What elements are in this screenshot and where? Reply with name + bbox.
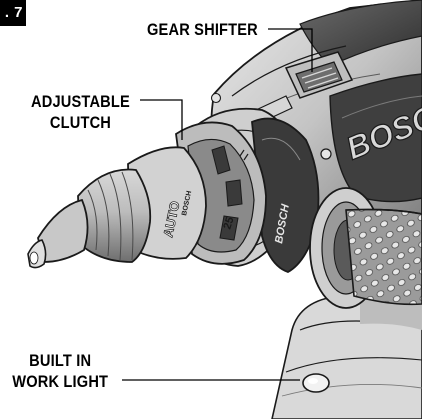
auxiliary-handle-band: BOSCH xyxy=(251,117,320,273)
keyless-chuck[interactable]: AUTO BOSCH xyxy=(27,146,207,269)
callout-leaders xyxy=(122,28,313,381)
work-light-label-line1: BUILT IN xyxy=(29,351,92,370)
housing-screw xyxy=(320,148,332,160)
clutch-leader xyxy=(140,99,183,140)
auxiliary-handle[interactable] xyxy=(309,187,422,309)
adjustable-clutch-label-line1: ADJUSTABLE xyxy=(31,92,130,111)
clutch-setting-text: 25 xyxy=(221,216,236,231)
gear-shifter-label: GEAR SHIFTER xyxy=(147,20,258,39)
adjustable-clutch-label: ADJUSTABLE CLUTCH xyxy=(22,91,139,133)
figure-number-tab: . 7 xyxy=(0,0,26,26)
drill-base xyxy=(271,295,422,419)
work-light-label-line2: WORK LIGHT xyxy=(12,372,109,391)
adjustable-clutch-label-line2: CLUTCH xyxy=(49,113,112,132)
gear-shifter-leader xyxy=(268,28,313,72)
housing-screw xyxy=(210,92,222,104)
work-light-label: BUILT IN WORK LIGHT xyxy=(0,350,120,392)
